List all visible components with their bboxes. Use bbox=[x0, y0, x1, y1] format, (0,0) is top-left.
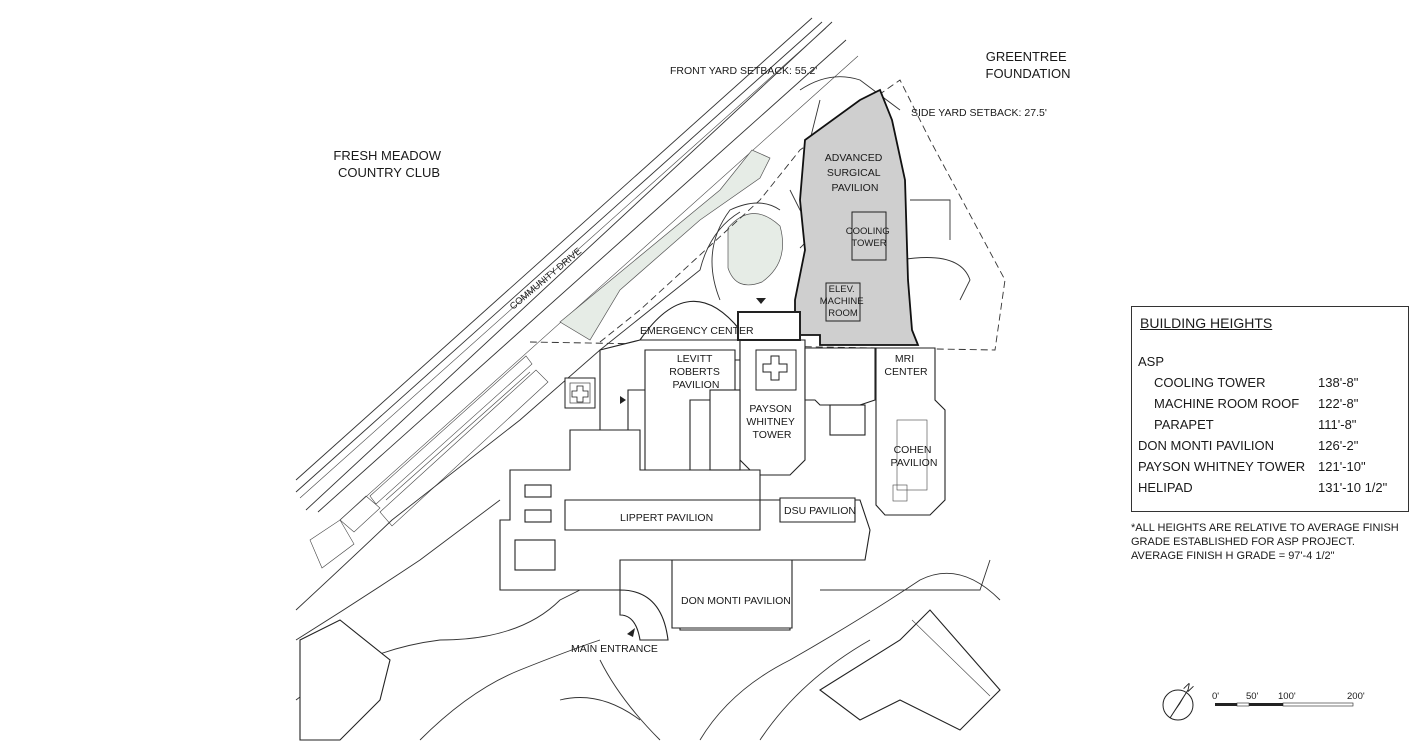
scale-tick: 200' bbox=[1347, 691, 1365, 702]
label-elev-machine-line: MACHINE bbox=[820, 296, 864, 307]
label-cooling-tower: COOLING TOWER bbox=[846, 226, 892, 249]
label-mri-center-line: MRI bbox=[895, 353, 914, 365]
label-payson-whitney-line: PAYSON bbox=[749, 403, 791, 415]
label-mri-center: MRI CENTER bbox=[884, 353, 928, 378]
height-row-name: DON MONTI PAVILION bbox=[1138, 438, 1275, 453]
community-drive-road bbox=[295, 17, 859, 521]
height-row-value: 126'-2" bbox=[1318, 438, 1359, 453]
label-front-setback: FRONT YARD SETBACK: 55.2' bbox=[670, 65, 817, 77]
height-row-name: HELIPAD bbox=[1138, 480, 1193, 495]
label-cooling-tower-line: COOLING bbox=[846, 226, 890, 237]
height-row: PAYSON WHITNEY TOWER 121'-10" bbox=[1132, 459, 1408, 477]
south-building bbox=[819, 609, 1001, 731]
label-cohen-line: PAVILION bbox=[891, 457, 938, 469]
label-lippert: LIPPERT PAVILION bbox=[620, 512, 713, 524]
property-line bbox=[529, 79, 1006, 351]
height-row-value: 131'-10 1/2" bbox=[1318, 480, 1388, 495]
label-levitt-roberts-line: PAVILION bbox=[673, 379, 720, 391]
height-row-name: PAYSON WHITNEY TOWER bbox=[1138, 459, 1306, 474]
label-asp: ADVANCED SURGICAL PAVILION bbox=[825, 152, 886, 194]
label-payson-whitney-line: TOWER bbox=[753, 429, 792, 441]
height-row: HELIPAD 131'-10 1/2" bbox=[1132, 480, 1408, 498]
label-cohen: COHEN PAVILION bbox=[891, 444, 938, 469]
label-emergency-center: EMERGENCY CENTER bbox=[640, 325, 754, 337]
label-greentree-line: FOUNDATION bbox=[986, 66, 1071, 81]
label-levitt-roberts: LEVITT ROBERTS PAVILION bbox=[669, 353, 723, 391]
southwest-building bbox=[299, 619, 391, 741]
height-row-value: 111'-8" bbox=[1318, 417, 1357, 432]
height-row-value: 138'-8" bbox=[1318, 375, 1359, 390]
label-mri-center-line: CENTER bbox=[884, 366, 928, 378]
height-row-name: PARAPET bbox=[1154, 417, 1214, 432]
height-row-value: 122'-8" bbox=[1318, 396, 1359, 411]
height-row: ASP bbox=[1132, 354, 1408, 372]
label-asp-line: ADVANCED bbox=[825, 152, 883, 164]
landscape-island bbox=[727, 213, 783, 286]
building-heights-title: BUILDING HEIGHTS bbox=[1140, 315, 1273, 331]
label-asp-line: SURGICAL bbox=[827, 167, 881, 179]
label-elev-machine-line: ROOM bbox=[828, 308, 858, 319]
height-row: DON MONTI PAVILION 126'-2" bbox=[1132, 438, 1408, 456]
label-levitt-roberts-line: LEVITT bbox=[677, 353, 713, 365]
label-fresh-meadow-line: FRESH MEADOW bbox=[333, 148, 441, 163]
label-elev-machine-line: ELEV. bbox=[829, 284, 855, 295]
cooling-tower-outline bbox=[851, 211, 887, 261]
height-row: PARAPET 111'-8" bbox=[1132, 417, 1408, 435]
scale-tick: 50' bbox=[1246, 691, 1259, 702]
label-fresh-meadow-line: COUNTRY CLUB bbox=[338, 165, 440, 180]
height-row-name: MACHINE ROOM ROOF bbox=[1154, 396, 1300, 411]
label-cooling-tower-line: TOWER bbox=[851, 238, 886, 249]
label-levitt-roberts-line: ROBERTS bbox=[669, 366, 720, 378]
height-row: MACHINE ROOM ROOF 122'-8" bbox=[1132, 396, 1408, 414]
label-payson-whitney: PAYSON WHITNEY TOWER bbox=[746, 403, 797, 441]
label-side-setback: SIDE YARD SETBACK: 27.5' bbox=[911, 107, 1047, 119]
scale-tick: 100' bbox=[1278, 691, 1296, 702]
building-heights-note: *ALL HEIGHTS ARE RELATIVE TO AVERAGE FIN… bbox=[1131, 522, 1399, 562]
label-greentree: GREENTREE FOUNDATION bbox=[986, 49, 1071, 81]
label-don-monti: DON MONTI PAVILION bbox=[681, 595, 791, 607]
label-greentree-line: GREENTREE bbox=[986, 49, 1067, 64]
elev-machine-room-outline bbox=[825, 282, 861, 322]
entrance-arrow-icon bbox=[620, 298, 766, 637]
hospital-complex bbox=[499, 300, 946, 641]
label-fresh-meadow: FRESH MEADOW COUNTRY CLUB bbox=[333, 148, 444, 180]
north-arrow-icon: N bbox=[1162, 681, 1195, 721]
scale-bar: 0' 50' 100' 200' bbox=[1212, 691, 1365, 707]
landscape-strip bbox=[559, 149, 771, 341]
label-elev-machine: ELEV. MACHINE ROOM bbox=[820, 284, 866, 319]
height-row-value: 121'-10" bbox=[1318, 459, 1366, 474]
helipad-cross-icon bbox=[564, 377, 596, 409]
hospital-cross-icon bbox=[755, 349, 797, 391]
asp-connector bbox=[737, 311, 801, 341]
building-heights-panel: BUILDING HEIGHTS ASP COOLING TOWER 138'-8"… bbox=[1131, 306, 1409, 512]
label-main-entrance: MAIN ENTRANCE bbox=[571, 643, 658, 655]
site-roads bbox=[295, 76, 1001, 741]
advanced-surgical-pavilion-footprint bbox=[794, 88, 920, 346]
label-dsu: DSU PAVILION bbox=[784, 505, 856, 517]
height-row-name: COOLING TOWER bbox=[1154, 375, 1266, 390]
height-row: COOLING TOWER 138'-8" bbox=[1132, 375, 1408, 393]
label-asp-line: PAVILION bbox=[832, 182, 879, 194]
label-cohen-line: COHEN bbox=[894, 444, 932, 456]
scale-tick: 0' bbox=[1212, 691, 1219, 702]
parking-lot-west bbox=[309, 355, 549, 569]
label-payson-whitney-line: WHITNEY bbox=[746, 416, 794, 428]
height-row-name: ASP bbox=[1138, 354, 1165, 369]
